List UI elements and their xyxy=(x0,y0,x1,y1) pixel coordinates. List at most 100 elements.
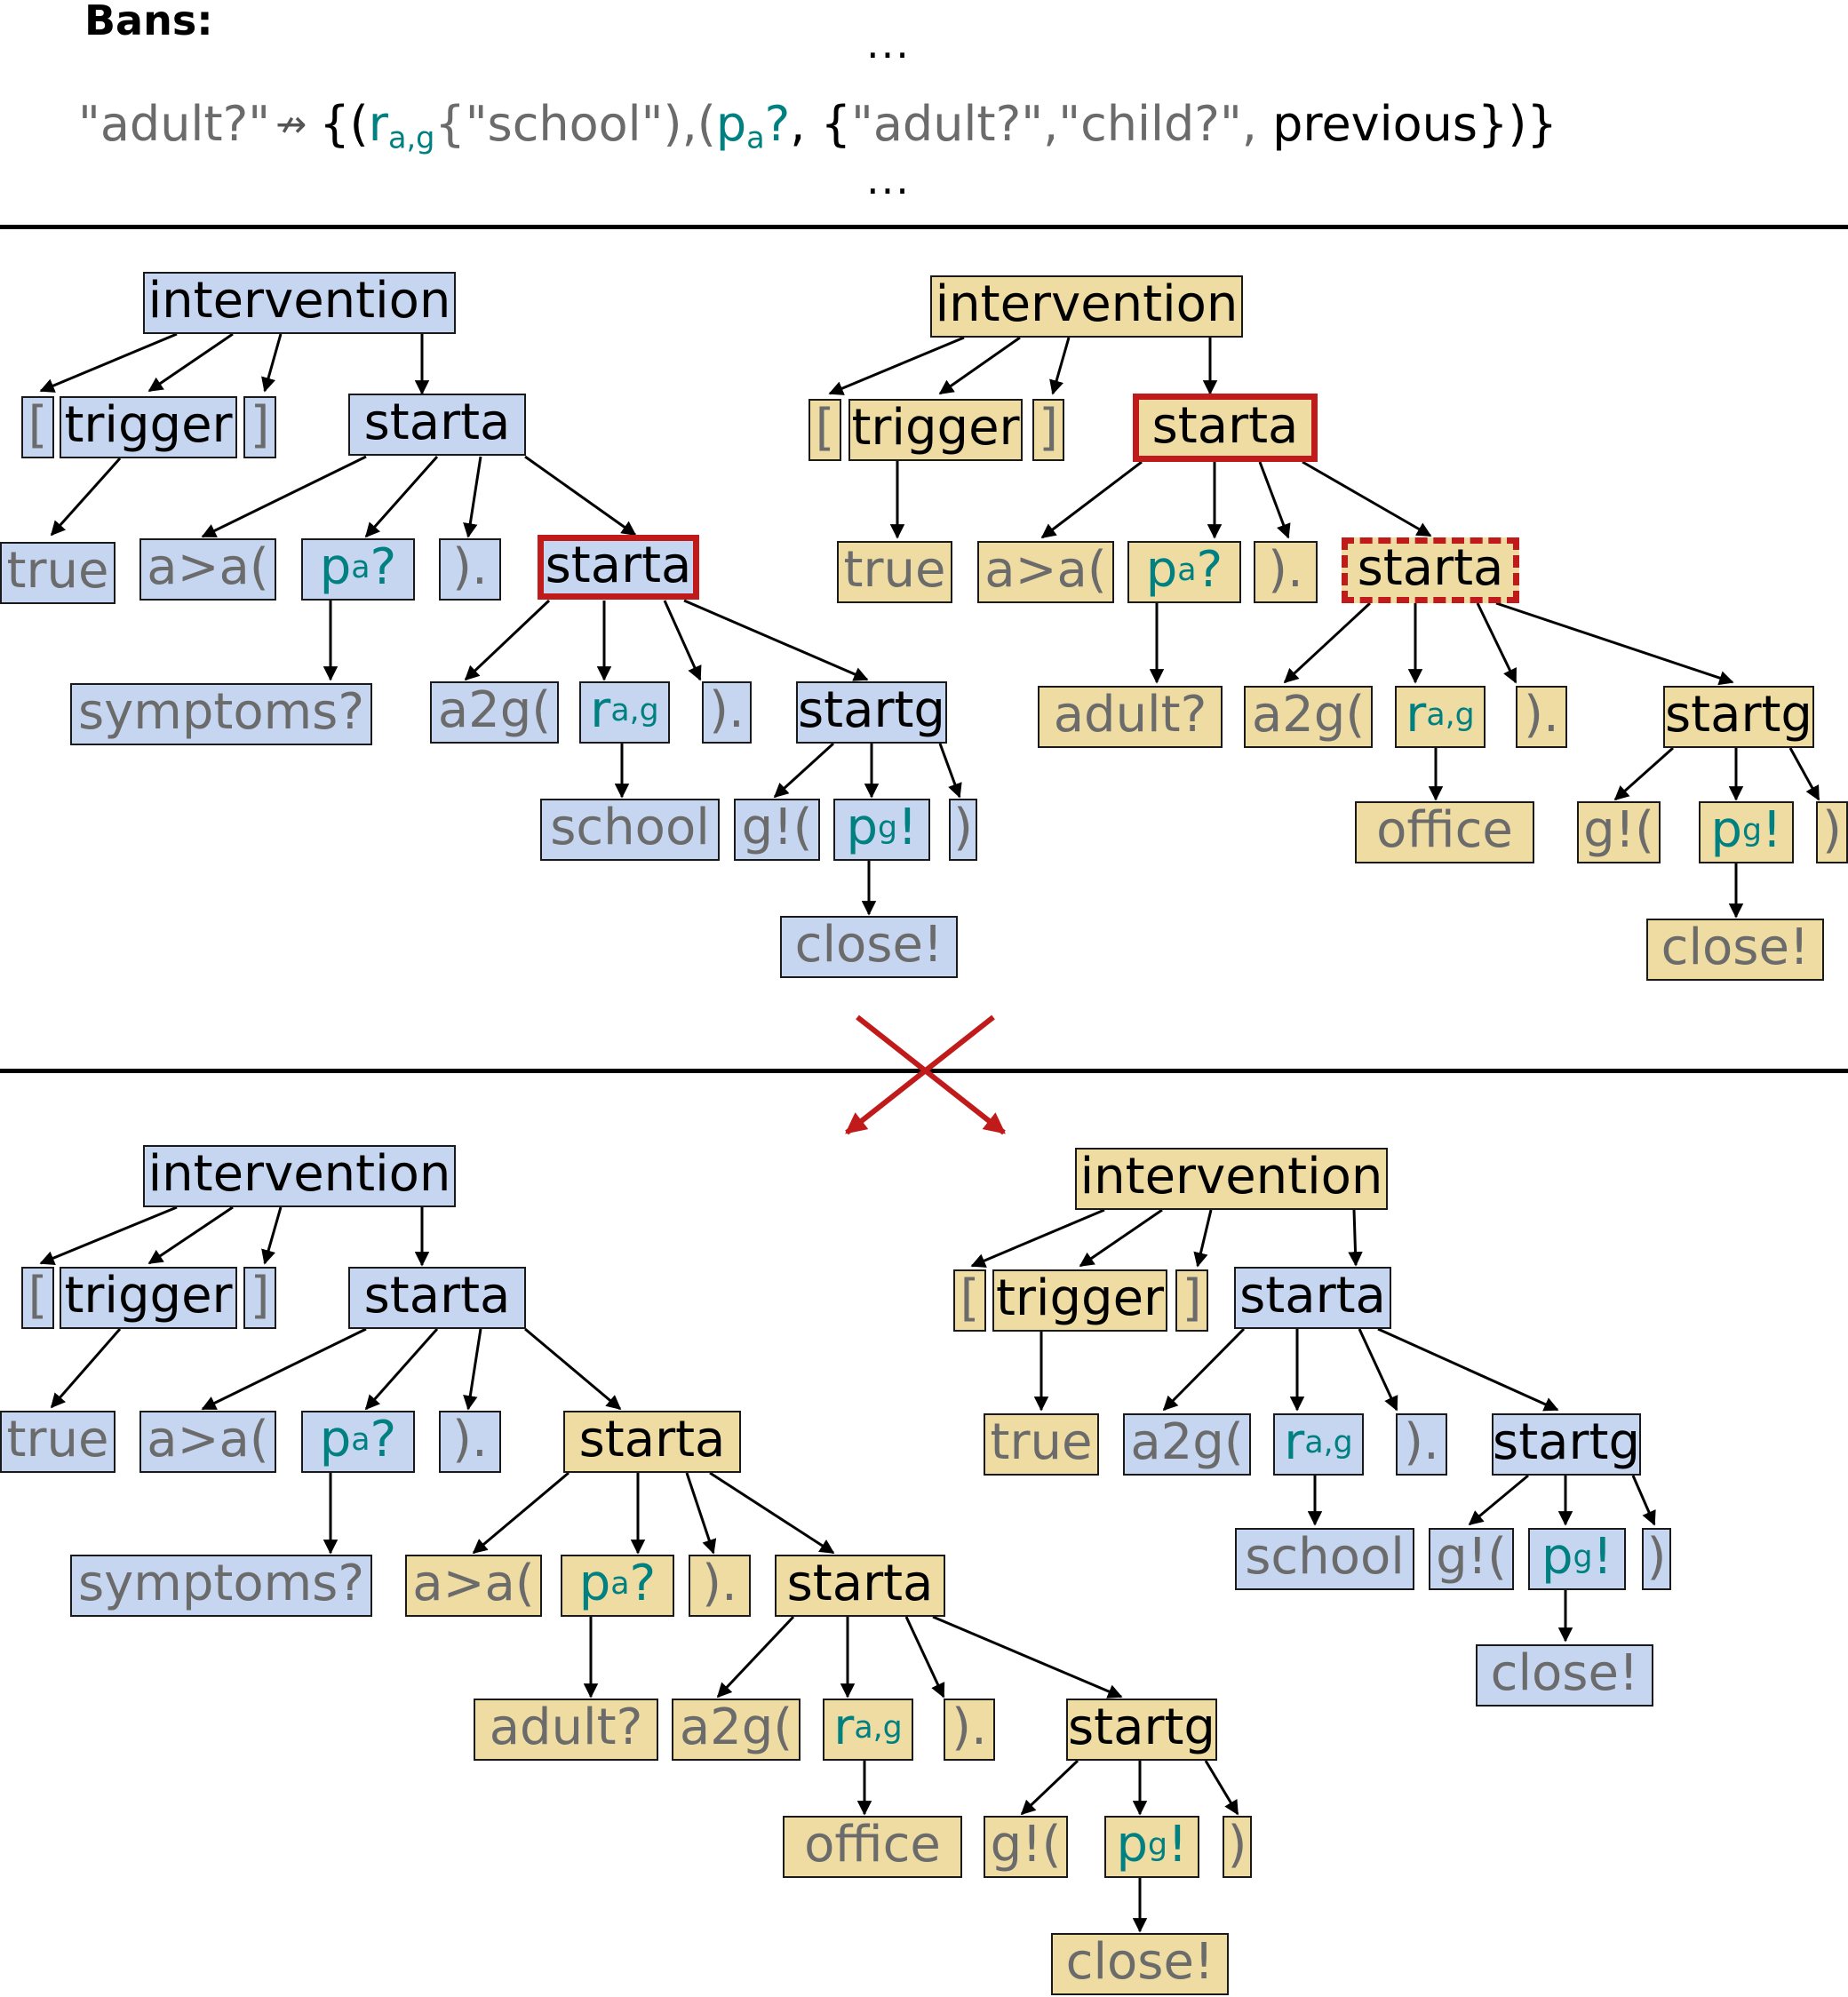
edge-c-starta3-53 xyxy=(716,1615,795,1699)
node-c-starta2: starta xyxy=(563,1411,741,1473)
node-d-starta1: starta xyxy=(1234,1267,1391,1329)
node-d-rp: ) xyxy=(1642,1528,1671,1590)
node-a-ata: a>a( xyxy=(139,538,276,601)
edge-a-startg-15 xyxy=(773,742,835,799)
edge-a-starta1-8 xyxy=(524,455,637,537)
edge-b-starta2-29 xyxy=(1283,601,1372,684)
edge-c-intervention-38 xyxy=(39,1205,178,1265)
node-a-rp: ) xyxy=(949,799,977,861)
edge-b-startg-36 xyxy=(1788,747,1820,801)
node-c-startg: startg xyxy=(1066,1699,1217,1761)
rule-p-sub: a xyxy=(746,120,765,155)
node-a-trigger: trigger xyxy=(60,396,237,458)
node-b-g: g!( xyxy=(1577,801,1661,863)
edge-c-startg-60 xyxy=(1204,1760,1239,1816)
edge-b-starta1-27 xyxy=(1302,460,1432,537)
node-c-close: close! xyxy=(1051,1933,1229,1995)
edge-a-starta2-12 xyxy=(663,600,702,681)
node-a-g: g!( xyxy=(734,799,820,861)
node-d-lb: [ xyxy=(953,1269,986,1332)
divider-top xyxy=(0,225,1848,229)
edge-b-starta2-31 xyxy=(1476,602,1517,684)
node-a-true: true xyxy=(0,542,116,604)
node-c-lb: [ xyxy=(21,1267,54,1329)
edge-d-startg-74 xyxy=(1631,1475,1656,1526)
edge-d-intervention-64 xyxy=(1193,1209,1213,1268)
crossover-icon xyxy=(845,1014,1006,1135)
edge-d-starta1-70 xyxy=(1377,1327,1559,1412)
node-a-cd2: ). xyxy=(702,681,752,744)
not-rewrite-arrow-icon: ↛ xyxy=(275,102,307,146)
edge-c-starta1-43 xyxy=(201,1327,367,1411)
node-d-true: true xyxy=(984,1413,1099,1476)
edge-a-startg-17 xyxy=(938,743,962,799)
edge-a-starta2-10 xyxy=(464,599,551,681)
node-c-symptoms: symptoms? xyxy=(70,1555,372,1617)
edge-c-intervention-40 xyxy=(261,1206,283,1265)
node-a-school: school xyxy=(540,799,720,861)
edge-a-starta2-13 xyxy=(683,599,869,681)
node-b-cd1: ). xyxy=(1254,541,1318,603)
edge-b-intervention-19 xyxy=(828,336,965,395)
node-c-starta1: starta xyxy=(348,1267,526,1329)
edge-b-starta1-24 xyxy=(1040,460,1143,539)
edge-d-starta1-67 xyxy=(1162,1327,1246,1412)
node-d-a2g: a2g( xyxy=(1123,1413,1251,1476)
node-b-adult: adult? xyxy=(1038,686,1223,748)
edge-c-intervention-39 xyxy=(147,1205,234,1265)
edge-c-starta3-55 xyxy=(904,1616,945,1699)
node-c-ata2: a>a( xyxy=(405,1555,542,1617)
rule-set-tail: previous})} xyxy=(1256,96,1557,152)
edge-c-starta2-51 xyxy=(709,1471,835,1555)
node-c-intervention: intervention xyxy=(143,1145,456,1207)
node-d-cd1: ). xyxy=(1396,1413,1447,1476)
node-a-cd1: ). xyxy=(439,538,501,601)
edge-c-starta3-56 xyxy=(932,1615,1123,1699)
node-b-rp: ) xyxy=(1816,801,1848,863)
ellipsis-bottom: ... xyxy=(866,155,911,203)
node-d-trigger: trigger xyxy=(992,1269,1167,1332)
edge-a-starta1-6 xyxy=(364,456,439,538)
edge-c-starta1-45 xyxy=(463,1328,482,1411)
edge-d-startg-72 xyxy=(1468,1474,1529,1526)
rule-p-base: p xyxy=(715,96,747,152)
node-c-true: true xyxy=(0,1411,116,1473)
node-b-intervention: intervention xyxy=(930,275,1243,338)
node-c-rp: ) xyxy=(1223,1816,1252,1878)
node-c-ata: a>a( xyxy=(139,1411,276,1473)
bans-title: Bans: xyxy=(84,0,213,44)
node-c-office: office xyxy=(783,1816,962,1878)
node-c-rb: ] xyxy=(243,1267,276,1329)
node-c-trigger: trigger xyxy=(60,1267,237,1329)
edge-c-starta2-48 xyxy=(472,1471,570,1555)
edge-a-intervention-0 xyxy=(39,332,178,393)
node-b-close: close! xyxy=(1646,919,1824,981)
node-a-close: close! xyxy=(780,916,958,978)
rule-open: {( xyxy=(319,96,369,152)
node-c-g: g!( xyxy=(984,1816,1068,1878)
node-b-cd2: ). xyxy=(1516,686,1567,748)
tree-edges xyxy=(39,332,1820,1933)
rule-r-sub: a,g xyxy=(387,120,435,155)
edge-d-starta1-69 xyxy=(1358,1328,1398,1412)
rule-lhs: "adult?" xyxy=(78,96,271,152)
node-a-a2g: a2g( xyxy=(430,681,559,744)
node-d-intervention: intervention xyxy=(1075,1148,1388,1210)
node-b-starta2: starta xyxy=(1342,537,1519,603)
edge-c-starta1-44 xyxy=(364,1328,439,1411)
edge-a-starta1-5 xyxy=(201,455,367,538)
node-d-g: g!( xyxy=(1429,1528,1514,1590)
edge-b-intervention-20 xyxy=(938,336,1021,395)
edge-d-intervention-63 xyxy=(1079,1208,1163,1268)
rule-p-symbol: pa? xyxy=(715,96,790,155)
ellipsis-top: ... xyxy=(866,20,911,68)
